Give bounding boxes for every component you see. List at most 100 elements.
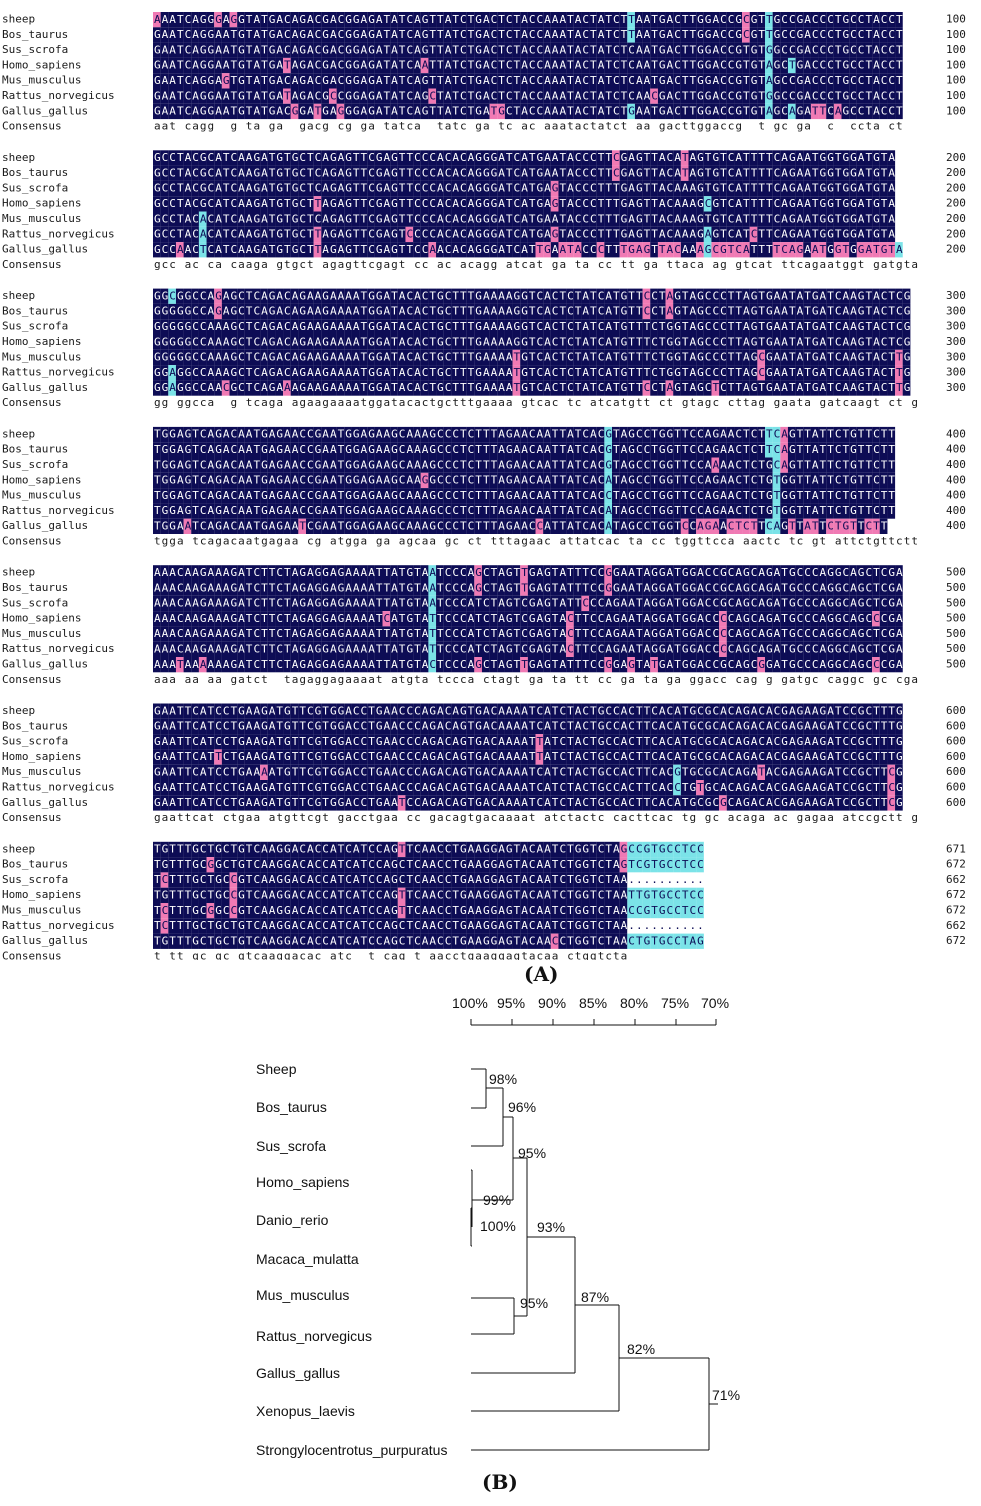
species-label: Homo_sapiens [2, 58, 81, 71]
residue-letter: A [483, 351, 490, 364]
residue-cell [795, 88, 804, 104]
residue-letter: G [514, 320, 521, 333]
residue-letter: G [299, 28, 306, 41]
residue-cell [221, 196, 230, 212]
residue-letter: C [590, 151, 597, 164]
residue-cell [856, 12, 865, 28]
residue-letter: A [835, 105, 842, 118]
residue-cell [160, 27, 169, 43]
residue-letter: G [292, 182, 299, 195]
residue-letter: A [575, 89, 582, 102]
residue-letter: G [185, 443, 192, 456]
residue-letter: T [361, 351, 368, 364]
residue-letter: A [192, 89, 199, 102]
residue-cell [818, 88, 827, 104]
residue-letter: T [613, 182, 620, 195]
residue-cell [818, 165, 827, 181]
residue-letter: T [835, 13, 842, 26]
consensus-letter: t [690, 120, 697, 133]
residue-letter: G [231, 335, 238, 348]
residue-letter: G [475, 381, 482, 394]
residue-cell [351, 73, 360, 89]
residue-cell [405, 180, 414, 197]
residue-letter: T [735, 351, 742, 364]
residue-letter: A [353, 305, 360, 318]
residue-cell [153, 103, 161, 120]
residue-cell [833, 196, 842, 212]
residue-letter: A [391, 89, 398, 102]
residue-letter: T [567, 74, 574, 87]
residue-letter: C [781, 243, 788, 256]
residue-letter: C [812, 59, 819, 72]
residue-letter: C [697, 443, 704, 456]
residue-letter: A [292, 89, 299, 102]
residue-letter: T [391, 305, 398, 318]
residue-letter: T [338, 443, 345, 456]
residue-letter: T [559, 212, 566, 225]
residue-cell [872, 73, 880, 89]
consensus-letter: g [628, 396, 635, 409]
consensus-letter: t [667, 396, 674, 409]
residue-cell [198, 88, 207, 104]
residue-cell [153, 211, 161, 227]
residue-letter: C [651, 335, 658, 348]
residue-letter: C [820, 59, 827, 72]
residue-letter: G [292, 166, 299, 179]
residue-letter: C [881, 305, 888, 318]
residue-cell [734, 42, 743, 58]
residue-letter: A [223, 428, 230, 441]
residue-letter: T [789, 305, 796, 318]
residue-letter: T [651, 182, 658, 195]
consensus-letter: t [353, 258, 360, 271]
residue-cell [351, 196, 360, 212]
residue-cell [191, 103, 199, 120]
residue-cell [895, 27, 903, 43]
residue-letter: G [185, 428, 192, 441]
species-label: Mus_musculus [2, 350, 81, 363]
residue-letter: G [223, 74, 230, 87]
residue-letter: G [636, 151, 643, 164]
residue-cell [504, 12, 513, 28]
residue-letter: G [315, 428, 322, 441]
residue-cell [742, 150, 750, 166]
residue-letter: T [682, 89, 689, 102]
residue-letter: A [567, 182, 574, 195]
residue-cell [757, 57, 766, 74]
residue-letter: A [391, 74, 398, 87]
residue-cell [703, 150, 712, 166]
residue-letter: G [391, 458, 398, 471]
residue-letter: T [743, 197, 750, 210]
residue-letter: T [812, 166, 819, 179]
residue-cell [229, 211, 238, 227]
residue-cell [298, 73, 307, 89]
residue-cell [221, 12, 230, 28]
residue-letter: A [544, 289, 551, 302]
residue-letter: C [812, 43, 819, 56]
residue-cell [612, 42, 620, 58]
residue-letter: T [559, 366, 566, 379]
residue-letter: C [192, 182, 199, 195]
residue-letter: C [735, 458, 742, 471]
residue-cell [420, 57, 429, 74]
position-number: 100 [946, 43, 966, 56]
residue-cell [596, 150, 605, 166]
residue-letter: G [621, 197, 628, 210]
residue-cell [604, 180, 613, 197]
residue-letter: G [269, 105, 276, 118]
residue-letter: A [276, 381, 283, 394]
consensus-letter: g [491, 258, 498, 271]
residue-cell [619, 196, 628, 212]
residue-letter: G [177, 335, 184, 348]
residue-cell [290, 12, 299, 28]
residue-letter: A [223, 443, 230, 456]
residue-letter: G [422, 74, 429, 87]
residue-cell [742, 88, 750, 104]
residue-cell [879, 103, 888, 120]
residue-cell [260, 211, 268, 227]
residue-letter: G [215, 458, 222, 471]
residue-letter: C [613, 43, 620, 56]
residue-letter: A [575, 43, 582, 56]
residue-letter: A [843, 305, 850, 318]
residue-cell [772, 150, 781, 166]
